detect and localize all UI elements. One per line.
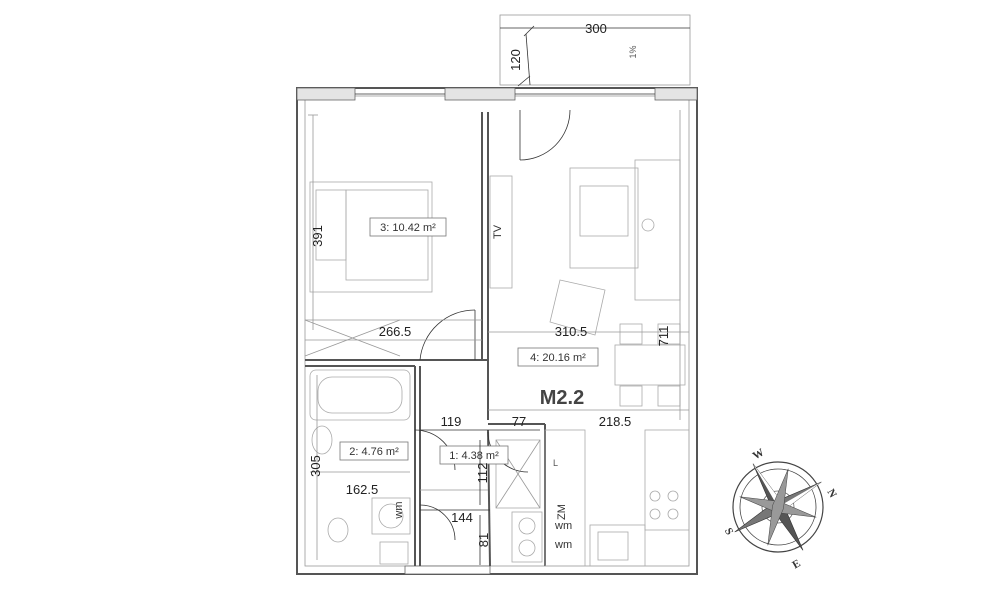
compass-s: S [722,526,735,537]
dim-hall-width: 144 [451,510,473,525]
dimensions: 391 266.5 310.5 711 119 77 218.5 305 162… [305,110,689,565]
room-labels: 3: 10.42 m² 4: 20.16 m² 2: 4.76 m² 1: 4.… [339,217,599,465]
room-label-bathroom: 2: 4.76 m² [349,446,399,458]
exterior-walls [296,87,698,575]
dim-kitchen-width: 218.5 [599,414,632,429]
balcony-width: 300 [585,21,607,36]
wm-label-1: wm [554,520,572,532]
living-furniture [488,159,689,407]
balcony: 300 120 1% [499,14,691,87]
room-label-hall: 1: 4.38 m² [449,450,499,462]
counter-label: L [553,458,558,468]
dim-hall-top-1: 119 [441,414,462,429]
compass-w: W [751,446,767,462]
fridge-label: ZM [556,504,568,520]
wm-label-2: wm [554,539,572,551]
dim-bedroom-width: 266.5 [379,324,412,339]
kitchen-furniture [544,429,690,567]
dim-living-height: 711 [656,326,671,347]
compass-n: N [824,487,838,500]
room-label-bedroom: 3: 10.42 m² [380,222,436,234]
wm-bath-label: wm [393,501,405,519]
dim-bath-height: 305 [308,455,323,477]
balcony-depth: 120 [508,49,523,71]
doors [414,109,571,541]
room-label-living: 4: 20.16 m² [530,352,586,364]
dim-living-width: 310.5 [555,324,588,339]
unit-title: M2.2 [540,387,584,409]
interior-walls [305,112,546,567]
bathroom-furniture [309,369,411,565]
compass-e: E [790,557,802,571]
dim-hall-height: 112 [475,463,490,484]
dim-closet-height: 81 [476,533,491,547]
fixture-labels: TV wm wm wm ZM L [393,224,572,551]
compass-rose: W N E S [722,446,839,571]
tv-label: TV [492,224,504,239]
dim-bedroom-height: 391 [310,225,325,247]
dim-bath-width: 162.5 [346,482,379,497]
balcony-slope: 1% [628,45,638,58]
dim-hall-top-2: 77 [512,414,526,429]
compass-outer-ring [732,461,824,553]
